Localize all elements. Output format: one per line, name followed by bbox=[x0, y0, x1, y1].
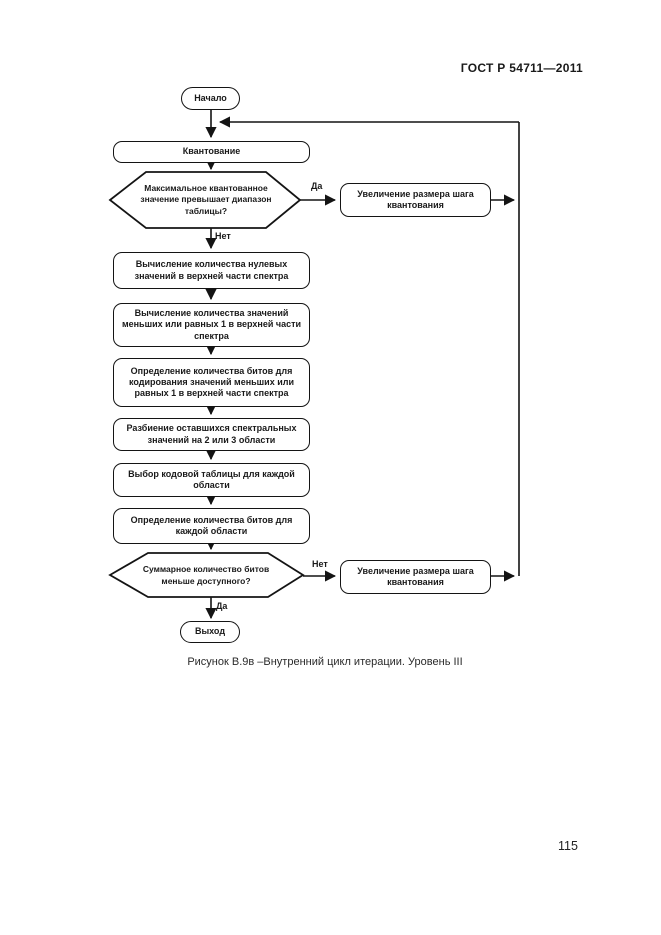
process-bits-per-region: Определение количества битов для каждой … bbox=[113, 508, 310, 544]
process-increase-step-1: Увеличение размера шага квантования bbox=[340, 183, 491, 217]
process-split-regions: Разбиение оставшихся спектральных значен… bbox=[113, 418, 310, 451]
start-node: Начало bbox=[181, 87, 240, 110]
edge-label-yes-1: Да bbox=[311, 181, 323, 191]
figure-caption: Рисунок В.9в –Внутренний цикл итерации. … bbox=[187, 656, 463, 668]
decision-total-bits-label: Суммарное количество битов меньше доступ… bbox=[142, 564, 270, 586]
end-node: Выход bbox=[180, 621, 240, 643]
decision-max-value-label: Максимальное квантованное значение превы… bbox=[140, 183, 272, 216]
standard-header: ГОСТ Р 54711—2011 bbox=[460, 61, 583, 75]
process-quantization: Квантование bbox=[113, 141, 310, 163]
decision2-shape bbox=[108, 552, 305, 598]
edge-label-no-1: Нет bbox=[215, 231, 231, 241]
decision1-shape bbox=[108, 171, 302, 229]
edge-label-no-2: Нет bbox=[312, 559, 328, 569]
process-calc-zero-values: Вычисление количества нулевых значений в… bbox=[113, 252, 310, 289]
process-bits-for-leq1: Определение количества битов для кодиров… bbox=[113, 358, 310, 407]
process-calc-leq1-values: Вычисление количества значений меньших и… bbox=[113, 303, 310, 347]
page-number: 115 bbox=[558, 839, 578, 853]
process-choose-code-table: Выбор кодовой таблицы для каждой области bbox=[113, 463, 310, 497]
process-increase-step-2: Увеличение размера шага квантования bbox=[340, 560, 491, 594]
edge-label-yes-2: Да bbox=[216, 601, 228, 611]
